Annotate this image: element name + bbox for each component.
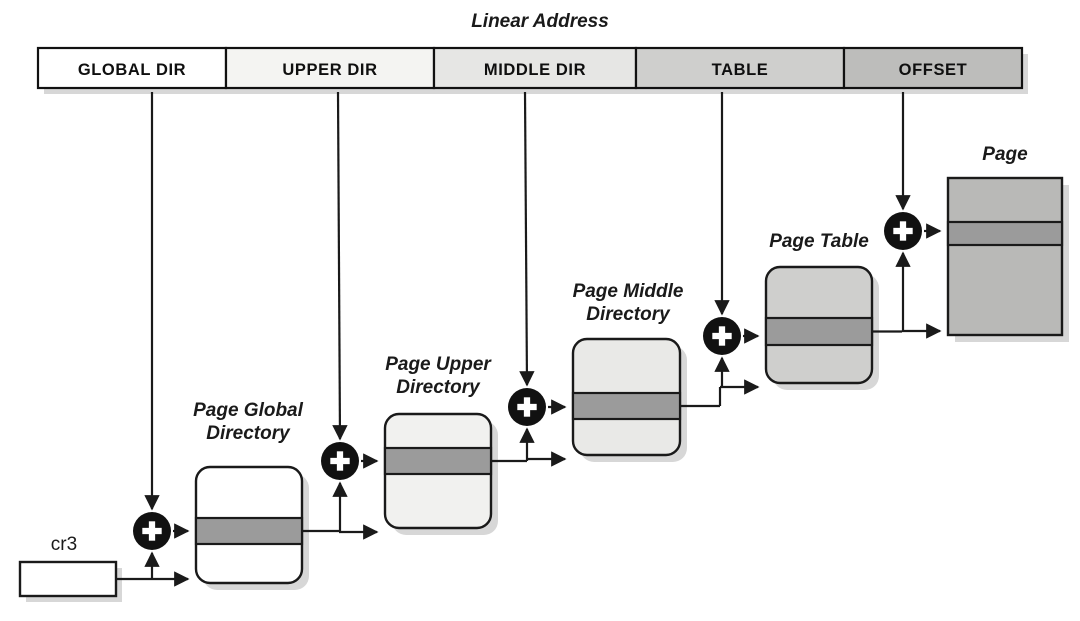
table-boxes-layer [18, 176, 1064, 598]
adder-table-plus-vertical-icon [718, 326, 726, 346]
linear-address-field-1: UPPER DIR [224, 46, 436, 90]
adder-middle [508, 388, 546, 426]
linear-address-field-rect-1 [224, 46, 436, 90]
linear-address-field-4: OFFSET [842, 46, 1024, 90]
caption-page-middle-directory-line-1: Directory [586, 304, 671, 325]
linear-address-field-rect-0 [36, 46, 228, 90]
page-entry-band [946, 220, 1064, 247]
linear-address-field-label-4: OFFSET [899, 61, 968, 79]
caption-page-table: Page Table [769, 231, 869, 252]
linear-address-bar: GLOBAL DIR UPPER DIR MIDDLE DIR TABLE OFFSET [36, 46, 1024, 90]
linear-address-field-label-1: UPPER DIR [282, 61, 377, 79]
cr3-label: cr3 [51, 534, 77, 555]
page-middle-directory-entry-band [571, 391, 682, 421]
linear-address-field-0: GLOBAL DIR [36, 46, 228, 90]
page-global-directory-entry-band [194, 516, 304, 546]
page-table-box [764, 265, 874, 385]
linear-address-field-3: TABLE [634, 46, 846, 90]
adder-middle-plus-vertical-icon [523, 397, 531, 417]
caption-page-upper-directory-line-0: Page Upper [385, 354, 492, 375]
linear-address-title: Linear Address [471, 11, 609, 32]
caption-page-middle-directory-line-0: Page Middle [573, 281, 684, 302]
page-global-directory-box [194, 465, 304, 585]
linear-address-field-2: MIDDLE DIR [432, 46, 638, 90]
adder-offset-plus-vertical-icon [899, 221, 907, 241]
caption-page-line-0: Page [982, 144, 1028, 165]
page-middle-directory-box [571, 337, 682, 457]
wire-layer [116, 91, 942, 587]
caption-page-table-line-0: Page Table [769, 231, 869, 252]
adder-table [703, 317, 741, 355]
adders-layer [133, 212, 922, 550]
linear-address-field-label-3: TABLE [712, 61, 769, 79]
linear-address-field-rect-2 [432, 46, 638, 90]
shadow-layer [26, 54, 1069, 602]
caption-page-global-directory-line-0: Page Global [193, 400, 304, 421]
caption-page-upper-directory-line-1: Directory [396, 377, 481, 398]
adder-upper [321, 442, 359, 480]
adder-upper-plus-vertical-icon [336, 451, 344, 471]
linear-address-field-label-0: GLOBAL DIR [78, 61, 186, 79]
page-table-entry-band [764, 316, 874, 347]
page-upper-directory-box [383, 412, 493, 530]
caption-page-global-directory-line-1: Directory [206, 423, 291, 444]
adder-offset [884, 212, 922, 250]
drop-upper-dir [332, 91, 348, 441]
cr3-box [18, 560, 118, 598]
adder-global-plus-vertical-icon [148, 521, 156, 541]
linear-address-field-label-2: MIDDLE DIR [484, 61, 586, 79]
linear-address-field-rect-4 [842, 46, 1024, 90]
caption-page: Page [982, 144, 1028, 165]
drop-middle-dir [519, 91, 535, 387]
page-upper-directory-entry-band [383, 446, 493, 476]
adder-global [133, 512, 171, 550]
page-box [946, 176, 1064, 337]
page-outline [946, 176, 1064, 337]
